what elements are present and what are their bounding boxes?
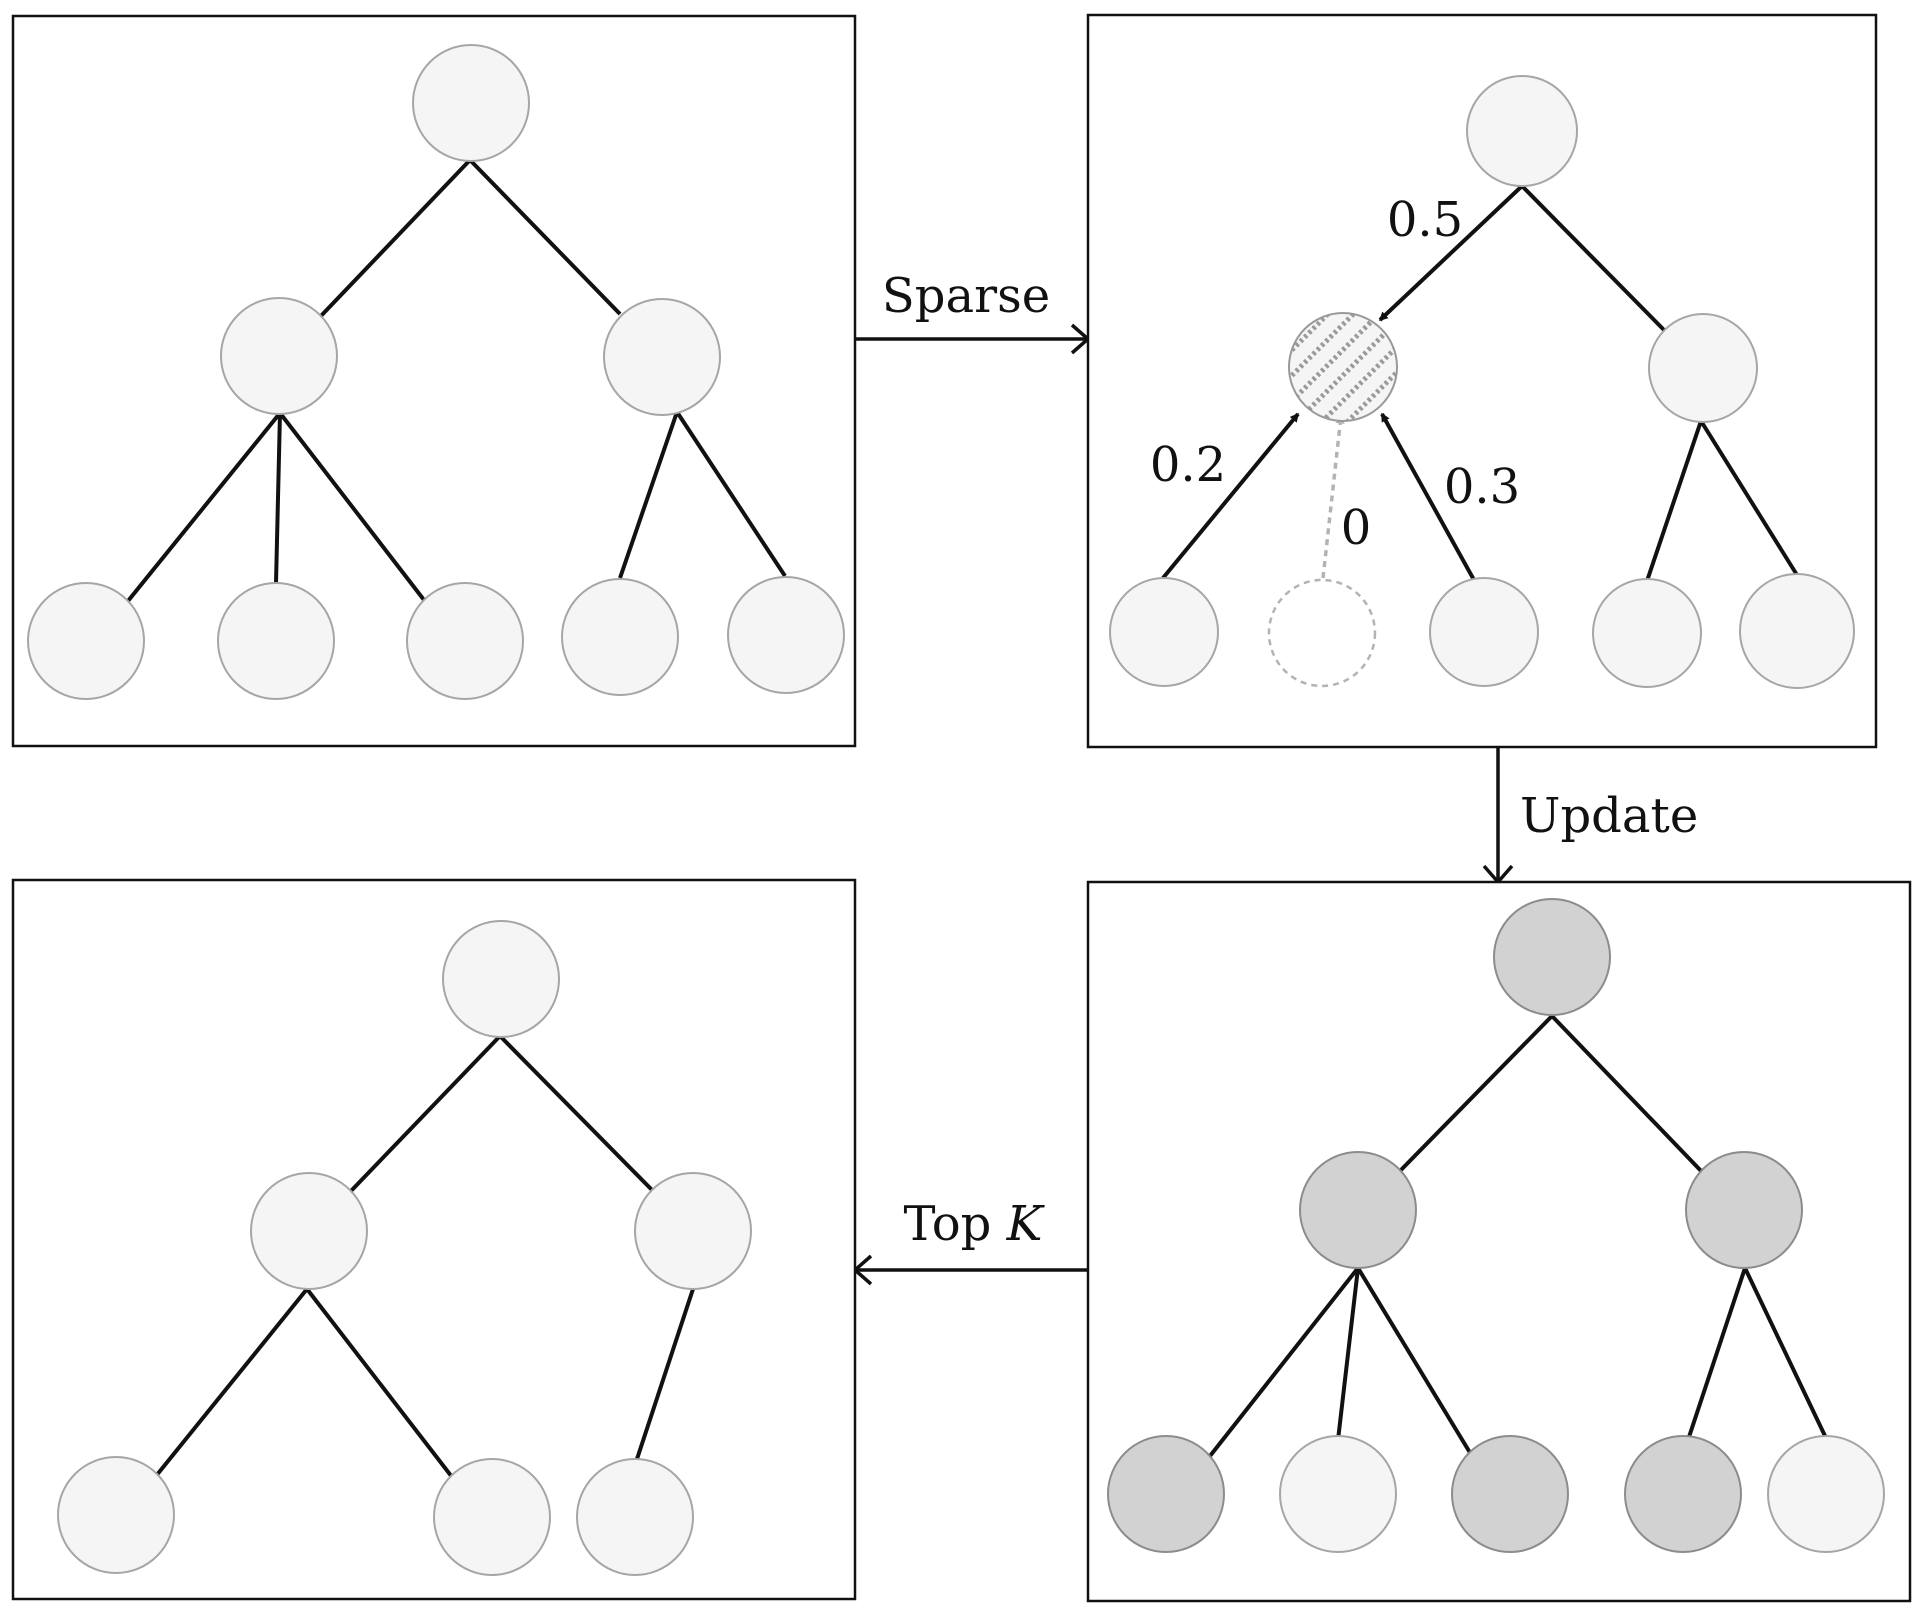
- edge: [618, 411, 679, 579]
- tree-node: [406, 582, 524, 700]
- tree-node: [561, 578, 679, 696]
- edge: [1356, 1266, 1474, 1458]
- weight-label: 0: [1341, 500, 1372, 556]
- tree-nodes: [27, 44, 845, 700]
- tree-node: [727, 576, 845, 694]
- edge: [278, 411, 426, 602]
- tree-node: [412, 44, 530, 162]
- panel-updated-tree: [1086, 880, 1912, 1603]
- pruned-edge-arrow: [1321, 414, 1345, 579]
- edge: [348, 1034, 502, 1194]
- edge: [317, 158, 472, 320]
- weight-label: 0.2: [1150, 437, 1226, 493]
- edge: [1520, 184, 1666, 332]
- edge: [1336, 1267, 1360, 1441]
- tree-edges: [1208, 1014, 1828, 1458]
- tree-nodes: [57, 920, 752, 1576]
- tree-node: [220, 297, 338, 415]
- tree-node: [1648, 313, 1758, 423]
- update-transition: Update: [1482, 747, 1698, 885]
- weighted-edge-arrow: [1380, 412, 1476, 581]
- tree-node-selected: [1624, 1435, 1742, 1553]
- edge: [126, 411, 282, 603]
- edge: [675, 410, 787, 578]
- panel-original-tree: [11, 14, 857, 748]
- weighted-edge-arrow: [1161, 412, 1300, 580]
- edge: [1397, 1014, 1554, 1174]
- tree-node: [1109, 577, 1219, 687]
- tree-node: [634, 1172, 752, 1290]
- topk-transition: Top K: [852, 1196, 1088, 1286]
- topk-label: Top K: [903, 1196, 1045, 1252]
- tree-node: [57, 1456, 175, 1574]
- edge: [154, 1287, 309, 1478]
- tree-node: [603, 298, 721, 416]
- tree-node: [1279, 1435, 1397, 1553]
- edge: [305, 1287, 454, 1479]
- tree-node: [217, 582, 335, 700]
- panel-sparse-tree: 0.5 0.2 0 0.3: [1086, 13, 1878, 749]
- tree-node-selected: [1299, 1151, 1417, 1269]
- edge: [1550, 1014, 1706, 1176]
- tree-node: [1429, 577, 1539, 687]
- tree-node-selected: [1451, 1435, 1569, 1553]
- edge: [1743, 1267, 1828, 1439]
- edge: [1699, 419, 1799, 577]
- edge: [1208, 1266, 1360, 1458]
- edge: [498, 1034, 654, 1192]
- edge: [635, 1288, 695, 1460]
- tree-node: [1767, 1435, 1885, 1553]
- tree-node-selected: [1493, 898, 1611, 1016]
- tree-node: [1739, 573, 1855, 689]
- edge: [274, 412, 282, 584]
- tree-edges: [154, 1034, 695, 1479]
- sparse-label: Sparse: [882, 268, 1050, 324]
- tree-node: [1592, 578, 1702, 688]
- tree-node: [442, 920, 560, 1038]
- tree-node-selected: [1107, 1435, 1225, 1553]
- weight-label: 0.5: [1387, 192, 1463, 248]
- tree-edges: [126, 158, 787, 603]
- edge: [1686, 1267, 1747, 1441]
- edge: [468, 158, 622, 316]
- tree-nodes: [1109, 75, 1855, 689]
- tree-node: [250, 1172, 368, 1290]
- sparse-transition: Sparse: [855, 268, 1091, 355]
- edge: [1645, 420, 1703, 582]
- pruned-node: [1267, 578, 1377, 688]
- tree-nodes: [1279, 1435, 1885, 1553]
- tree-node: [1466, 75, 1578, 187]
- update-label: Update: [1520, 788, 1698, 844]
- sparse-hatched-node: [1288, 312, 1398, 422]
- weight-label: 0.3: [1444, 459, 1520, 515]
- tree-node: [27, 582, 145, 700]
- tree-node: [433, 1458, 551, 1576]
- tree-edges: [1161, 184, 1799, 582]
- weighted-edge-arrow: [1378, 184, 1524, 322]
- tree-node: [576, 1458, 694, 1576]
- panel-topk-tree: [11, 878, 857, 1601]
- tree-nodes-selected: [1107, 898, 1803, 1553]
- tree-node-selected: [1685, 1151, 1803, 1269]
